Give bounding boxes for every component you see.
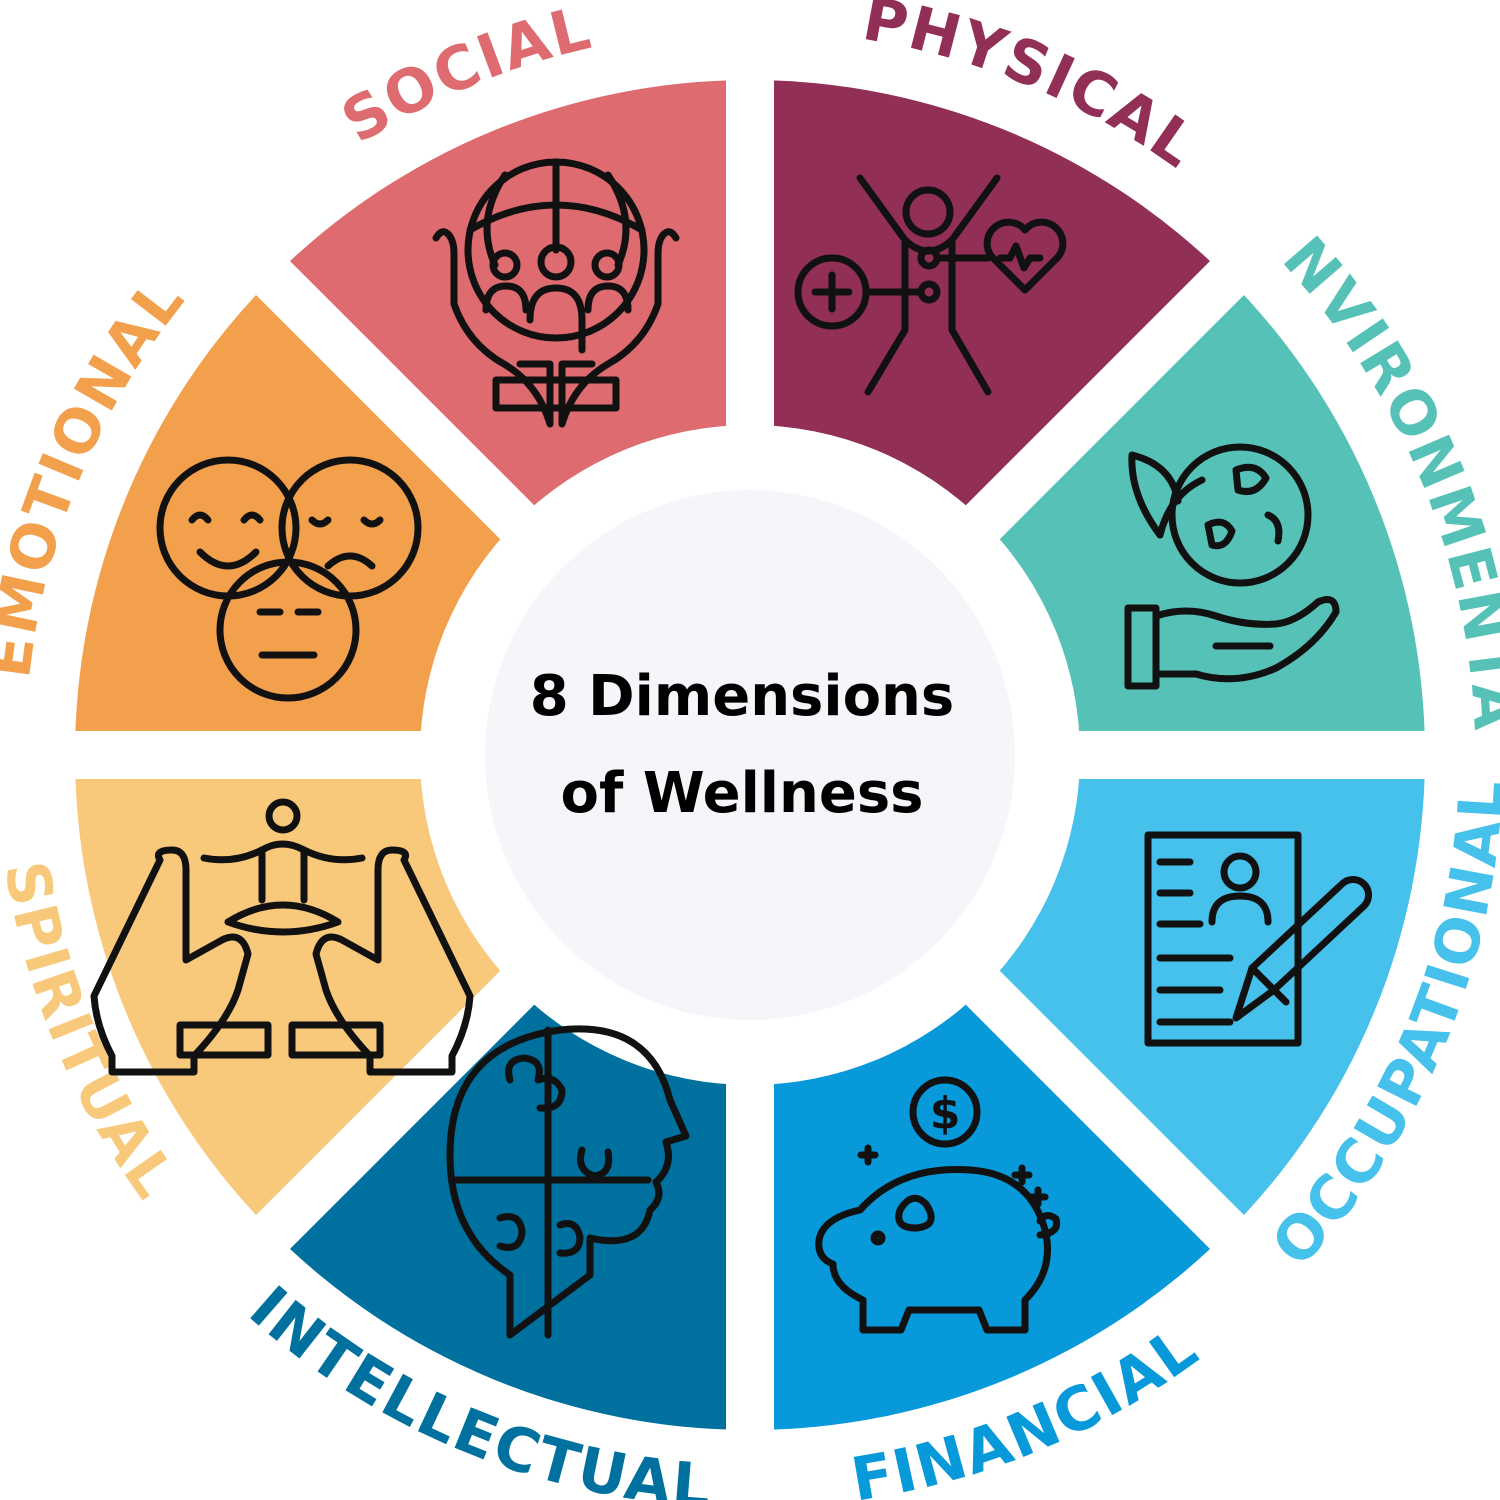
globe-people-hands-icon xyxy=(432,158,680,428)
svg-text:$: $ xyxy=(930,1088,961,1139)
body-health-icon xyxy=(794,174,1067,396)
meditation-hands-icon xyxy=(90,798,474,1076)
faces-icon xyxy=(156,456,422,702)
center-title-line-2: of Wellness xyxy=(561,761,924,826)
earth-in-hand-icon xyxy=(1124,443,1340,690)
center-title-line-1: 8 Dimensions xyxy=(530,664,955,729)
puzzle-head-icon xyxy=(446,1025,690,1339)
center-disc xyxy=(485,490,1015,1020)
piggy-bank-icon: $ xyxy=(815,1076,1061,1334)
document-pencil-icon xyxy=(1144,831,1373,1047)
